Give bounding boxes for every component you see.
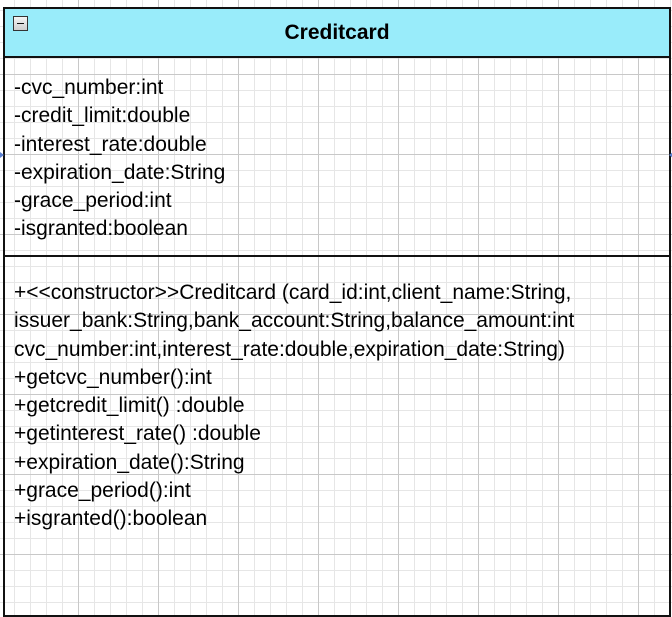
attribute-item: -cvc_number:int	[14, 76, 164, 99]
class-name: Creditcard	[284, 21, 390, 44]
connection-point-right[interactable]	[669, 152, 672, 158]
method-item: +getinterest_rate() :double	[14, 422, 261, 446]
attribute-item: -isgranted:boolean	[14, 217, 188, 241]
attribute-item: -credit_limit:double	[14, 104, 191, 128]
method-item: +isgranted():boolean	[14, 507, 208, 531]
attribute-item: -interest_rate:double	[14, 132, 207, 156]
connection-point-left[interactable]	[0, 152, 4, 158]
method-item: issuer_bank:String,bank_account:String,b…	[14, 309, 575, 333]
method-item: +expiration_date():String	[14, 450, 245, 474]
uml-class-creditcard[interactable]: Creditcard -cvc_number:int -credit_limit…	[0, 7, 672, 617]
attributes-compartment[interactable]: -cvc_number:int -credit_limit:double -in…	[5, 58, 669, 257]
method-item: cvc_number:int,interest_rate:double,expi…	[14, 337, 565, 361]
method-item: +getcredit_limit() :double	[14, 394, 245, 418]
class-header[interactable]: Creditcard	[5, 9, 669, 58]
attribute-item: -grace_period:int	[14, 189, 172, 213]
method-item: +<<constructor>>Creditcard (card_id:int,…	[14, 281, 572, 304]
methods-compartment[interactable]: +<<constructor>>Creditcard (card_id:int,…	[5, 257, 669, 534]
minus-box-icon[interactable]	[13, 16, 28, 31]
attribute-item: -expiration_date:String	[14, 160, 226, 184]
method-item: +getcvc_number():int	[14, 365, 212, 389]
method-item: +grace_period():int	[14, 479, 191, 503]
